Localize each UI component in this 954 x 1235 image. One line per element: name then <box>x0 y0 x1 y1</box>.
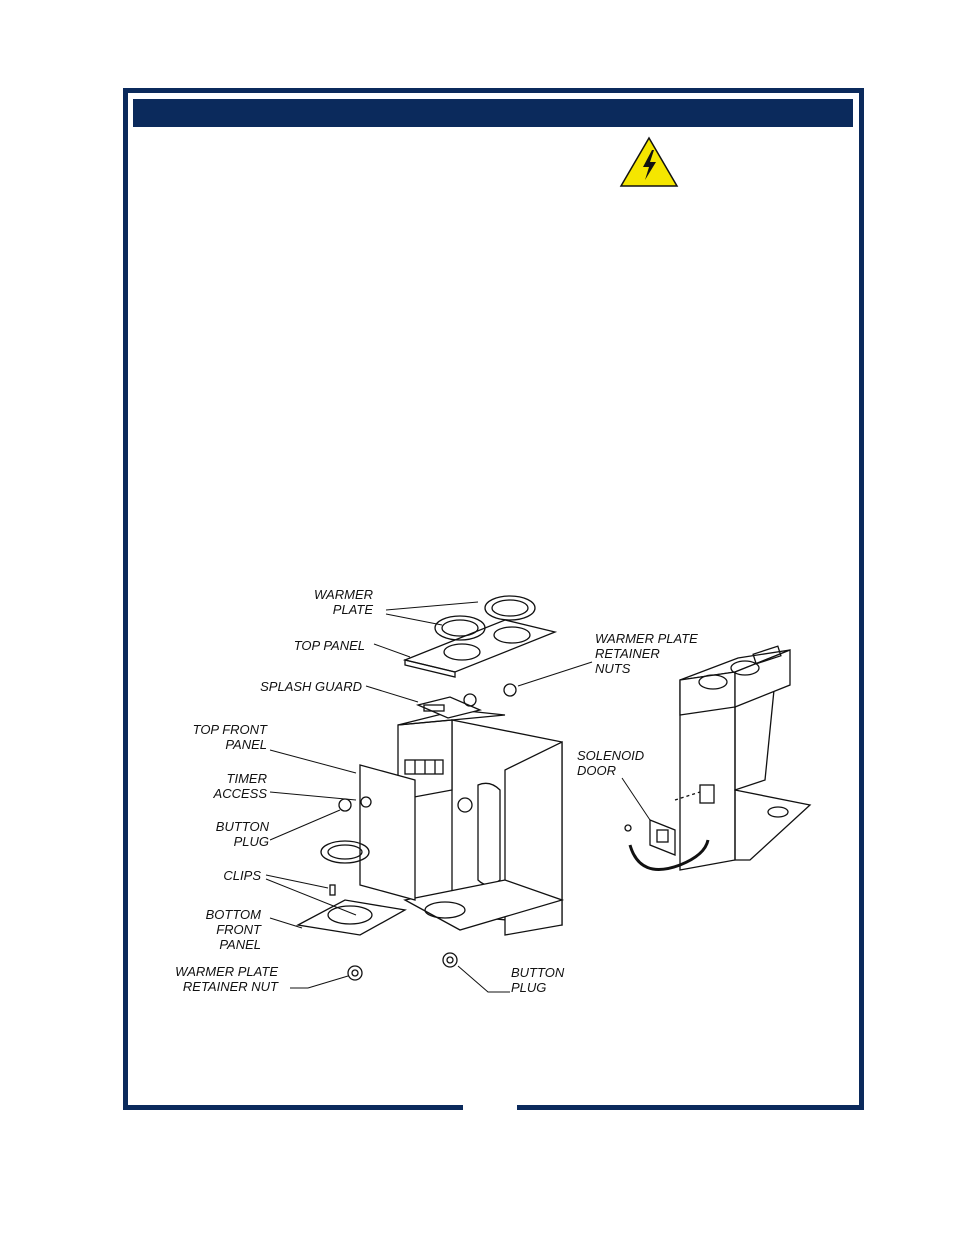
page-number-gap <box>463 1097 517 1111</box>
label-bottom-front-panel: BOTTOM FRONT PANEL <box>205 907 261 952</box>
exploded-diagram <box>265 595 812 993</box>
label-button-plug-left: BUTTON PLUG <box>215 819 269 849</box>
label-warmer-plate-retainer-nut: WARMER PLATE RETAINER NUT <box>175 964 278 994</box>
label-button-plug-bottom: BUTTON PLUG <box>511 965 565 995</box>
label-warmer-plate-retainer-nuts: WARMER PLATE RETAINER NUTS <box>595 631 698 676</box>
label-clips: CLIPS <box>223 868 261 883</box>
label-solenoid-door: SOLENOID DOOR <box>577 748 645 778</box>
label-top-panel: TOP PANEL <box>293 638 365 653</box>
label-warmer-plate: WARMER PLATE <box>314 587 373 617</box>
electrical-hazard-icon <box>619 136 679 187</box>
header-bar <box>133 99 853 127</box>
label-splash-guard: SPLASH GUARD <box>260 679 362 694</box>
label-top-front-panel: TOP FRONT PANEL <box>192 722 267 752</box>
label-timer-access: TIMER ACCESS <box>213 771 267 801</box>
